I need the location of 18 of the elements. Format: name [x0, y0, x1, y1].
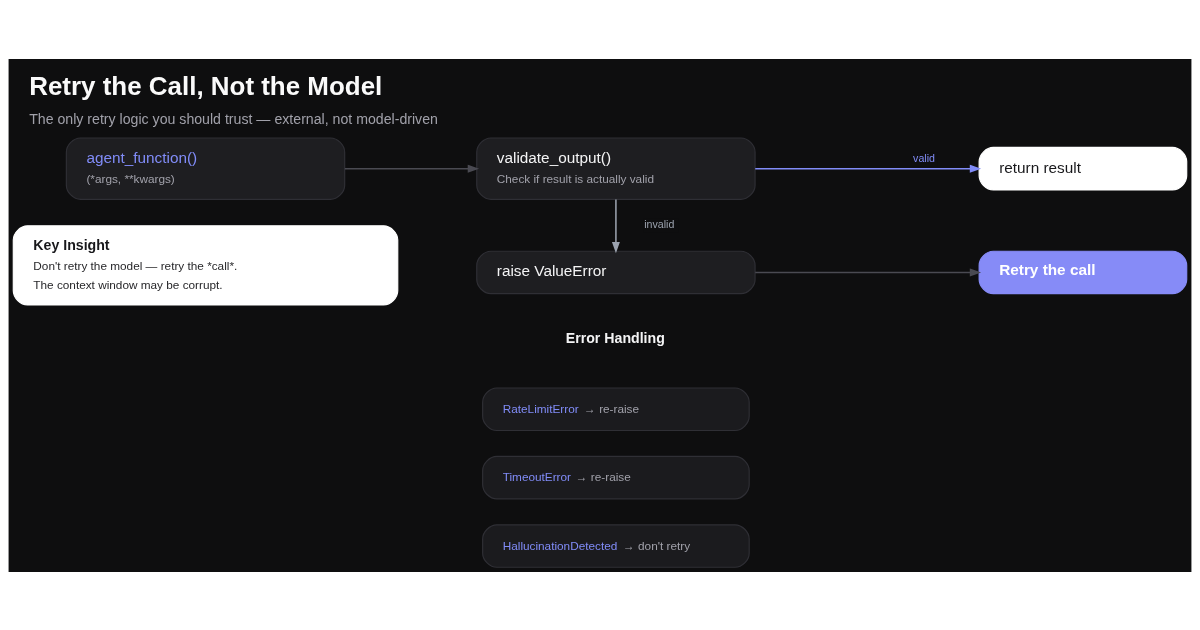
- node-box: raise ValueError: [476, 250, 756, 294]
- node-box: Retry the call: [978, 250, 1188, 294]
- node-box: HallucinationDetected → don't retry: [482, 523, 750, 568]
- arrow: [611, 198, 620, 253]
- node-box: validate_output() Check if result is actually valid: [476, 136, 756, 200]
- arrow: [344, 164, 480, 173]
- caption: The only retry logic you should trust — external, not model-driven: [29, 110, 438, 127]
- edge-label: valid: [913, 151, 935, 164]
- node-box: Key Insight Don't retry the model — retry the *call*. The context window may be corrupt.: [12, 224, 399, 305]
- diagram-title: Retry the Call, Not the Model: [29, 71, 383, 99]
- node-box: return result: [978, 146, 1188, 190]
- node-box: TimeoutError → re-raise: [482, 455, 750, 499]
- node-box: agent_function() (*args, **kwargs): [65, 136, 346, 200]
- label: Error Handling: [565, 329, 665, 346]
- edge-label: invalid: [644, 217, 675, 230]
- node-box: RateLimitError → re-raise: [482, 386, 750, 431]
- arrow: [754, 268, 982, 276]
- arrow: [754, 164, 982, 173]
